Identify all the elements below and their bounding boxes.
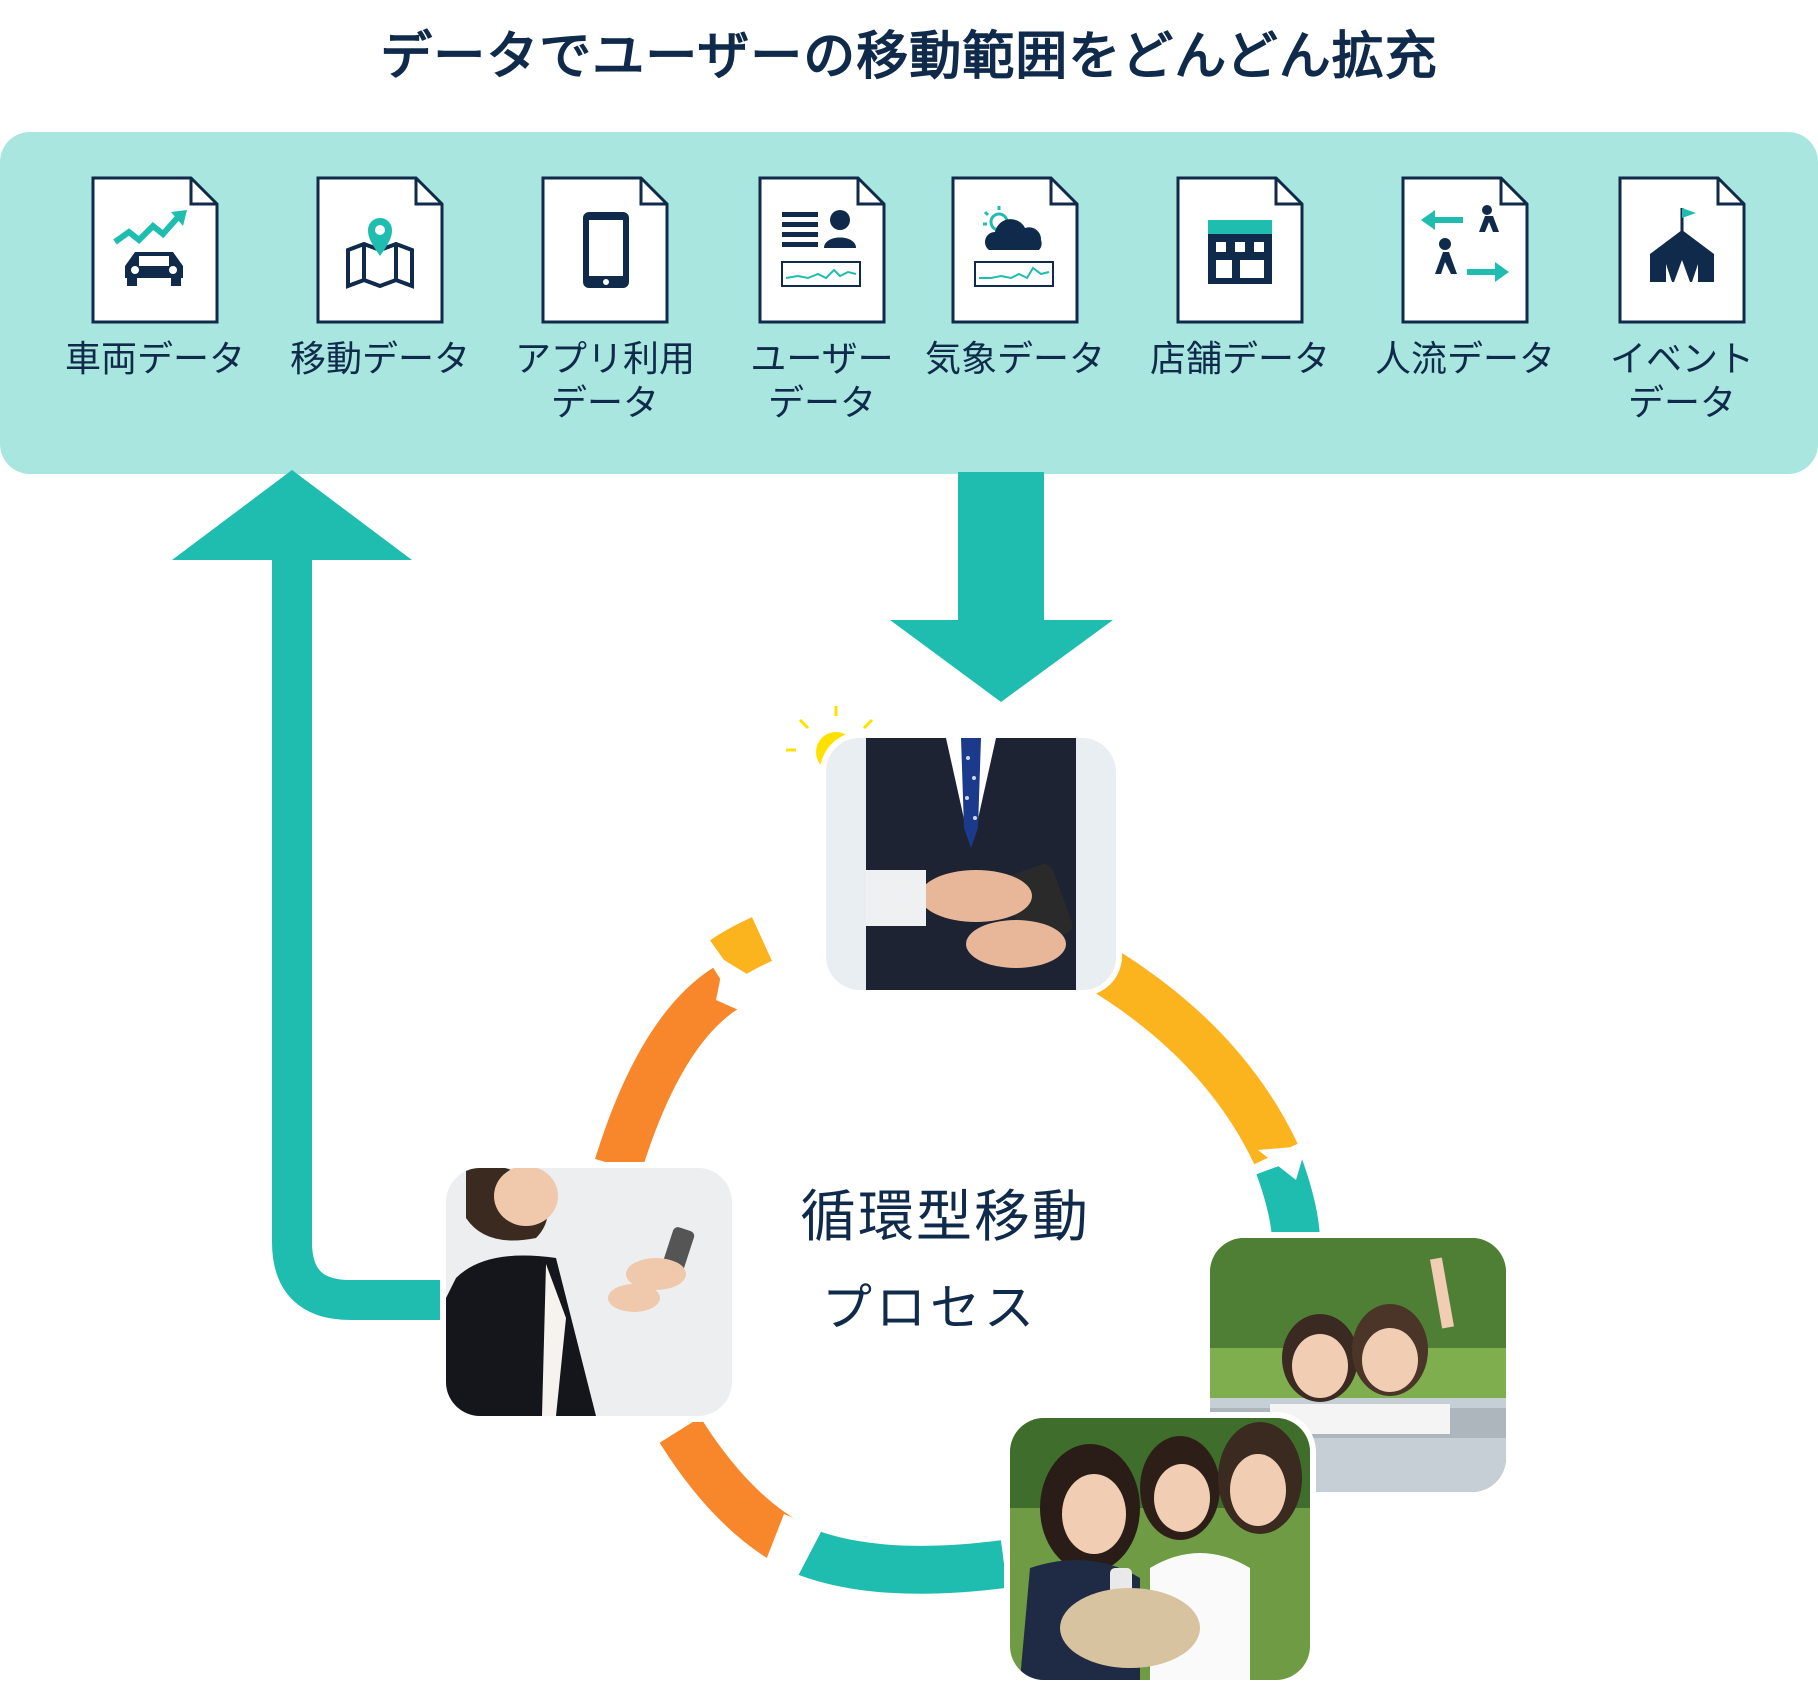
businesswoman-photo — [446, 1168, 732, 1416]
cycle-segment-right — [1256, 1157, 1320, 1242]
friends-with-phone-photo — [1010, 1418, 1310, 1680]
input-arrow-head — [890, 620, 1113, 702]
feedback-arrow-head — [172, 470, 412, 560]
cycle-segment-bottom-left — [659, 1417, 803, 1565]
cycle-subtitle: プロセス — [822, 1279, 1038, 1337]
cycle-segment-top-right — [1081, 943, 1298, 1165]
data-source-event: イベント データ — [1587, 176, 1777, 426]
cycle-title: 循環型移動 — [800, 1185, 1090, 1250]
data-source-weather: 気象データ — [920, 176, 1110, 382]
data-source-label: 店舗データ — [1149, 339, 1330, 380]
data-source-vehicle: 車両データ — [60, 176, 250, 382]
store-icon — [1208, 220, 1272, 284]
data-source-label: アプリ利用 データ — [514, 339, 695, 424]
data-source-label: 車両データ — [64, 339, 245, 380]
data-source-label: ユーザー データ — [750, 339, 894, 424]
input-arrow-shaft — [958, 472, 1044, 622]
user-profile-icon — [781, 210, 861, 287]
data-source-app-usage: アプリ利用 データ — [510, 176, 700, 426]
tablet-icon — [583, 212, 629, 288]
cycle-segment-left — [595, 967, 740, 1174]
car-trend-icon — [113, 210, 187, 286]
data-sources-panel: 車両データ 移動データ アプリ利用 データ — [0, 132, 1818, 474]
data-source-people-flow: 人流データ — [1370, 176, 1560, 382]
data-source-label: 人流データ — [1374, 339, 1555, 380]
data-source-movement: 移動データ — [285, 176, 475, 382]
feedback-arrow-up — [272, 552, 450, 1320]
pedestrian-flow-icon — [1421, 205, 1509, 282]
data-source-label: イベント データ — [1609, 339, 1754, 424]
data-source-user: ユーザー データ — [727, 176, 917, 426]
weather-cloud-icon — [974, 206, 1054, 287]
cycle-segment-bottom — [797, 1529, 1008, 1594]
cycle-segment-top-left — [710, 917, 773, 980]
data-source-label: 気象データ — [924, 339, 1105, 380]
businessman-photo — [826, 738, 1116, 990]
event-tent-icon — [1650, 208, 1714, 282]
map-pin-icon — [346, 218, 414, 289]
data-source-label: 移動データ — [289, 339, 470, 380]
data-source-store: 店舗データ — [1145, 176, 1335, 382]
page-title: データでユーザーの移動範囲をどんどん拡充 — [380, 27, 1438, 87]
